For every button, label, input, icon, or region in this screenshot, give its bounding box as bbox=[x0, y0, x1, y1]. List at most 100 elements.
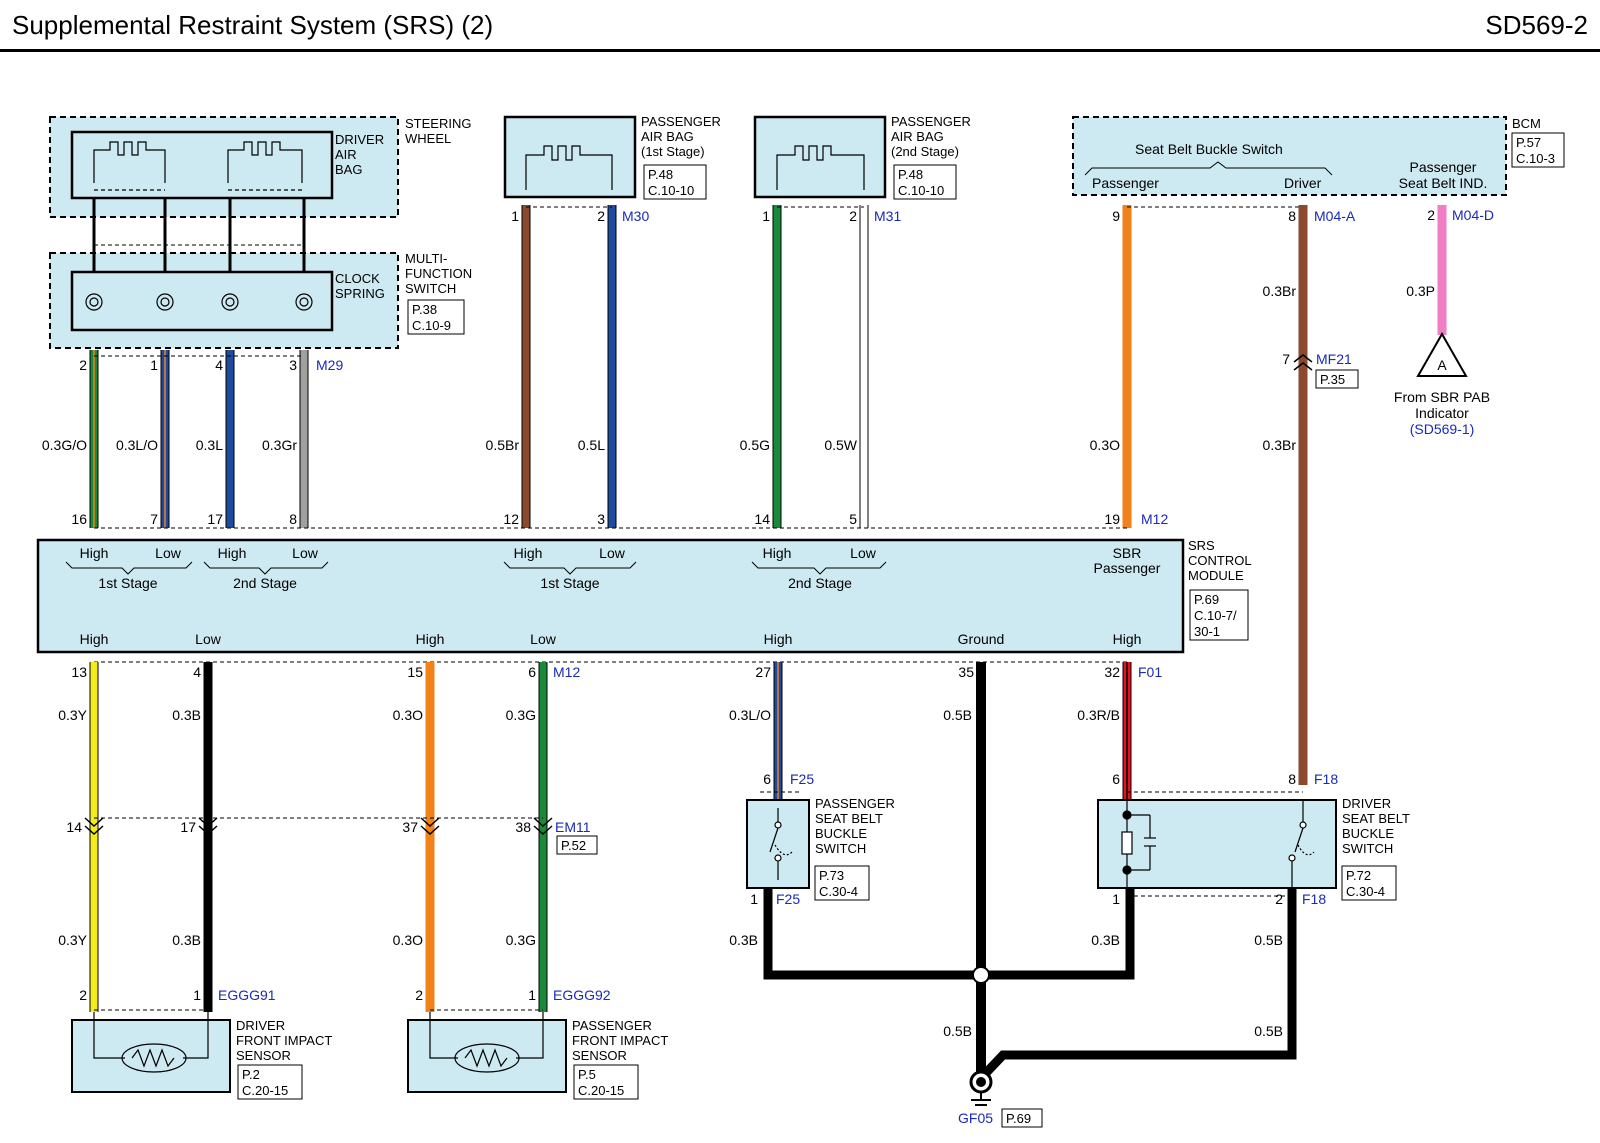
wire-spec: 0.3B bbox=[172, 707, 201, 723]
pin-number: 4 bbox=[193, 664, 201, 680]
pin-number: 12 bbox=[503, 511, 519, 527]
srs-pin-label: Low bbox=[850, 545, 877, 561]
passenger-front-impact-sensor-box bbox=[407, 1019, 567, 1093]
driver-front-impact-sensor-box bbox=[71, 1019, 231, 1093]
svg-text:C.30-4: C.30-4 bbox=[819, 884, 858, 899]
pin-number: 15 bbox=[407, 664, 423, 680]
svg-text:P.5: P.5 bbox=[578, 1067, 596, 1082]
pin-number: 1 bbox=[528, 987, 536, 1003]
wire-spec: 0.3G/O bbox=[42, 437, 87, 453]
pin-number: 4 bbox=[215, 357, 223, 373]
connector-id: F18 bbox=[1314, 771, 1338, 787]
svg-text:P.52: P.52 bbox=[561, 838, 586, 853]
srs-lower-pin-label: Low bbox=[195, 631, 222, 647]
srs-lower-pin-label: High bbox=[764, 631, 793, 647]
pin-number: 2 bbox=[79, 357, 87, 373]
srs-lower-pin-label: High bbox=[80, 631, 109, 647]
wire-spec: 0.5B bbox=[1254, 932, 1283, 948]
wire-spec: 0.3Br bbox=[1263, 437, 1297, 453]
wire-spec: 0.5L bbox=[578, 437, 605, 453]
driver-impact-ref: P.2 C.20-15 bbox=[237, 1064, 303, 1100]
svg-text:C.20-15: C.20-15 bbox=[242, 1083, 288, 1098]
svg-text:C.10-10: C.10-10 bbox=[648, 183, 694, 198]
wire-spec: 0.3O bbox=[393, 707, 423, 723]
passenger-impact-ref: P.5 C.20-15 bbox=[573, 1064, 639, 1100]
srs-lower-pin-label: High bbox=[416, 631, 445, 647]
srs-pin-label: High bbox=[514, 545, 543, 561]
driver-buckle-switch-symbol bbox=[1121, 800, 1315, 888]
pin-number: 17 bbox=[180, 819, 196, 835]
pin-number: 13 bbox=[71, 664, 87, 680]
bcm-pin-passenger: Passenger bbox=[1092, 175, 1159, 191]
connector-id: F18 bbox=[1302, 891, 1326, 907]
wire-spec: 0.3R/B bbox=[1077, 707, 1120, 723]
pin-number: 8 bbox=[289, 511, 297, 527]
pin-number: 1 bbox=[511, 208, 519, 224]
pin-number: 35 bbox=[958, 664, 974, 680]
pin-number: 2 bbox=[1275, 891, 1283, 907]
wire-spec: 0.3Y bbox=[58, 707, 87, 723]
svg-text:C.30-4: C.30-4 bbox=[1346, 884, 1385, 899]
wire-spec: 0.3Br bbox=[1263, 283, 1297, 299]
gf05-ground-symbol bbox=[969, 1070, 993, 1106]
mf21-ref: P.35 bbox=[1315, 369, 1359, 389]
wire-spec: 0.3P bbox=[1406, 283, 1435, 299]
wire-spec: 0.3Y bbox=[58, 932, 87, 948]
pin-number: 17 bbox=[207, 511, 223, 527]
pin-number: 14 bbox=[66, 819, 82, 835]
pin-number: 2 bbox=[415, 987, 423, 1003]
mf21-connector bbox=[1293, 354, 1313, 371]
connector-id: M04-D bbox=[1452, 207, 1494, 223]
pin-number: 14 bbox=[754, 511, 770, 527]
srs-pin-label: High bbox=[218, 545, 247, 561]
bcm-box bbox=[1072, 116, 1507, 196]
pab2-squib bbox=[776, 145, 865, 190]
pin-number: 19 bbox=[1104, 511, 1120, 527]
wire-spec: 0.3L bbox=[196, 437, 223, 453]
clock-spring-box bbox=[70, 270, 334, 332]
wire-spec: 0.3G bbox=[506, 932, 536, 948]
svg-text:P.48: P.48 bbox=[648, 167, 673, 182]
svg-text:C.10-7/: C.10-7/ bbox=[1194, 608, 1237, 623]
wire-spec: 0.5B bbox=[943, 1023, 972, 1039]
pin-number: 8 bbox=[1288, 208, 1296, 224]
page-code: SD569-2 bbox=[1485, 10, 1588, 40]
passenger-buckle-ref: P.73 C.30-4 bbox=[814, 865, 870, 901]
pin-number: 8 bbox=[1288, 771, 1296, 787]
connector-id: GF05 bbox=[958, 1110, 993, 1126]
connector-id: MF21 bbox=[1316, 351, 1352, 367]
pin-number: 2 bbox=[849, 208, 857, 224]
srs-lower-pin-label: Low bbox=[530, 631, 557, 647]
pin-number: 27 bbox=[755, 664, 771, 680]
srs-group-label: 1st Stage bbox=[540, 575, 599, 591]
pin-number: 16 bbox=[71, 511, 87, 527]
wire-spec: 0.3B bbox=[1091, 932, 1120, 948]
wire-spec: 0.3O bbox=[393, 932, 423, 948]
pin-number: 7 bbox=[1282, 351, 1290, 367]
connector-id: M30 bbox=[622, 208, 649, 224]
pin-number: 3 bbox=[289, 357, 297, 373]
wire-spec: 0.5W bbox=[824, 437, 857, 453]
svg-text:P.35: P.35 bbox=[1320, 372, 1345, 387]
pin-number: 5 bbox=[849, 511, 857, 527]
pin-number: 2 bbox=[79, 987, 87, 1003]
connector-id: F25 bbox=[776, 891, 800, 907]
srs-group-label: 2nd Stage bbox=[233, 575, 297, 591]
pab1-ref: P.48 C.10-10 bbox=[643, 164, 707, 200]
connector-id: M12 bbox=[1141, 511, 1168, 527]
svg-text:C.20-15: C.20-15 bbox=[578, 1083, 624, 1098]
driver-buckle-ref: P.72 C.30-4 bbox=[1341, 865, 1397, 901]
pab1-squib bbox=[525, 145, 613, 190]
wire-spec: 0.5G bbox=[740, 437, 770, 453]
passenger-air-bag-2-box bbox=[753, 115, 887, 199]
wire-spec: 0.3G bbox=[506, 707, 536, 723]
srs-pin-label: High bbox=[80, 545, 109, 561]
svg-text:P.72: P.72 bbox=[1346, 868, 1371, 883]
